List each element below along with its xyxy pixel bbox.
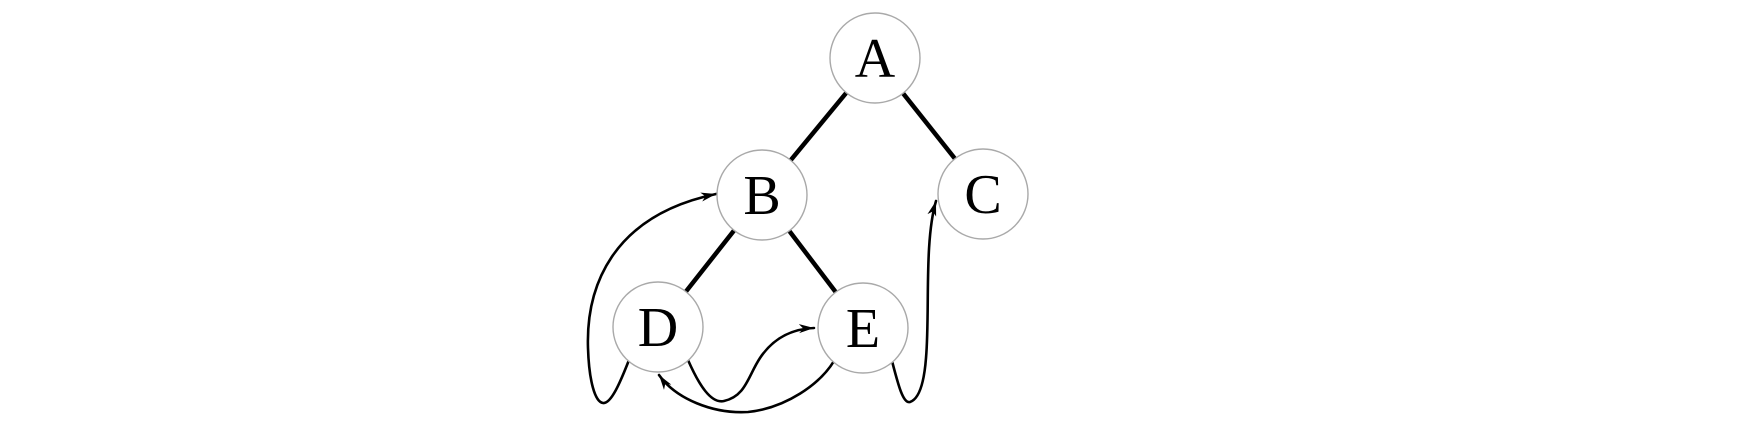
node-label-B: B xyxy=(743,165,780,227)
directed-edge-D-E xyxy=(686,324,816,403)
node-A: A xyxy=(829,12,921,104)
directed-edge-E-D xyxy=(657,359,836,414)
node-circle-E xyxy=(817,282,909,374)
directed-edge-E-C xyxy=(890,199,938,404)
node-label-E: E xyxy=(846,298,880,360)
node-label-A: A xyxy=(855,28,896,90)
node-B: B xyxy=(716,149,808,241)
node-C: C xyxy=(937,148,1029,240)
nodes: A B C D E xyxy=(612,12,1029,374)
directed-edge-D-B xyxy=(586,192,718,405)
node-label-D: D xyxy=(638,297,678,359)
node-circle-C xyxy=(937,148,1029,240)
directed-edges xyxy=(586,192,938,414)
node-D: D xyxy=(612,281,704,373)
node-label-C: C xyxy=(964,164,1001,226)
node-circle-B xyxy=(716,149,808,241)
tree-edges xyxy=(656,56,985,330)
node-circle-D xyxy=(612,281,704,373)
node-E: E xyxy=(817,282,909,374)
node-circle-A xyxy=(829,12,921,104)
